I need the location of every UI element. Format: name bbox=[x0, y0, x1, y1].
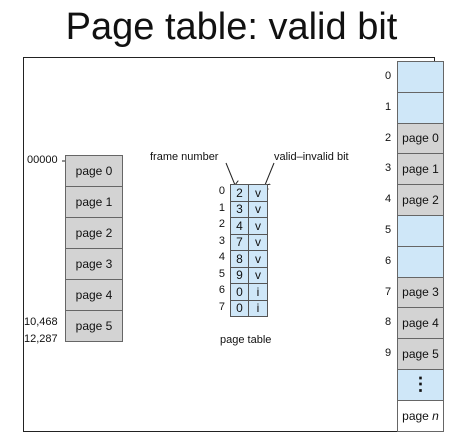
physical-frame bbox=[397, 215, 444, 247]
logical-page: page 0 bbox=[65, 155, 123, 187]
page-table-valid-cell: v bbox=[248, 217, 268, 235]
physical-frame-index: 6 bbox=[385, 254, 392, 267]
physical-frame-ellipsis: ⋮ bbox=[397, 369, 444, 401]
page-table-index: 7 bbox=[218, 300, 225, 313]
physical-frame-index: 5 bbox=[385, 224, 392, 236]
physical-frame-index: 3 bbox=[385, 162, 392, 175]
physical-frame: page 3 bbox=[397, 276, 444, 309]
logical-start-address: 00000 bbox=[27, 154, 58, 166]
page-table-valid-cell: v bbox=[248, 233, 268, 251]
page-table-valid-cell: v bbox=[248, 266, 268, 284]
physical-frame: page 4 bbox=[397, 307, 444, 340]
page-table-valid-cell: v bbox=[248, 184, 268, 202]
page-table-index: 2 bbox=[218, 218, 225, 230]
physical-frame-index: 1 bbox=[385, 100, 392, 113]
logical-page: page 3 bbox=[65, 248, 123, 280]
page-table-valid-cell: i bbox=[248, 283, 268, 301]
valid-invalid-bit-label: valid–invalid bit bbox=[274, 151, 349, 163]
physical-frame-last: page n bbox=[397, 399, 444, 432]
page-table-frame-cell: 3 bbox=[230, 200, 249, 218]
label-arrows bbox=[225, 162, 275, 191]
page-table-index: 5 bbox=[218, 267, 225, 280]
logical-address-10468: 10,468 bbox=[24, 316, 58, 328]
page-table-index: 6 bbox=[218, 284, 225, 296]
physical-frame: page 2 bbox=[397, 184, 444, 216]
page-table-frame-cell: 0 bbox=[230, 283, 249, 301]
physical-frame: page 1 bbox=[397, 153, 444, 186]
last-frame-label-prefix: page bbox=[402, 408, 433, 423]
page-table-index: 1 bbox=[218, 201, 225, 214]
page-table-index: 0 bbox=[218, 185, 225, 197]
logical-page: page 1 bbox=[65, 186, 123, 218]
logical-page: page 4 bbox=[65, 279, 123, 311]
physical-frame: page 0 bbox=[397, 122, 444, 155]
physical-frame-index: 4 bbox=[385, 193, 392, 206]
physical-frame-index: 8 bbox=[385, 316, 392, 329]
page-table-valid-cell: i bbox=[248, 299, 268, 317]
logical-address-12287: 12,287 bbox=[24, 333, 58, 345]
physical-frame-index: 9 bbox=[385, 347, 392, 360]
page-table-frame-cell: 0 bbox=[230, 299, 249, 317]
logical-page: page 2 bbox=[65, 217, 123, 249]
page-table-caption: page table bbox=[220, 334, 272, 346]
physical-frame bbox=[397, 91, 444, 124]
physical-frame: page 5 bbox=[397, 338, 444, 370]
physical-frame-index: 2 bbox=[385, 131, 392, 144]
frame-number-label: frame number bbox=[150, 151, 219, 163]
page-table-frame-cell: 9 bbox=[230, 266, 249, 284]
page-table-frame-cell: 2 bbox=[230, 184, 249, 202]
page-table-frame-cell: 7 bbox=[230, 233, 249, 251]
physical-frame-index: 7 bbox=[385, 285, 392, 298]
physical-frame bbox=[397, 245, 444, 278]
page-table-valid-cell: v bbox=[248, 250, 268, 268]
last-frame-label-variable: n bbox=[432, 408, 439, 423]
diagram-title: Page table: valid bit bbox=[65, 6, 398, 48]
page-table-index: 4 bbox=[218, 251, 225, 263]
page-table-valid-cell: v bbox=[248, 200, 268, 218]
physical-frame bbox=[397, 61, 444, 93]
page-table-index: 3 bbox=[218, 234, 225, 247]
page-table-frame-cell: 4 bbox=[230, 217, 249, 235]
logical-page: page 5 bbox=[65, 310, 123, 342]
page-table-frame-cell: 8 bbox=[230, 250, 249, 268]
physical-frame-index: 0 bbox=[385, 70, 392, 82]
